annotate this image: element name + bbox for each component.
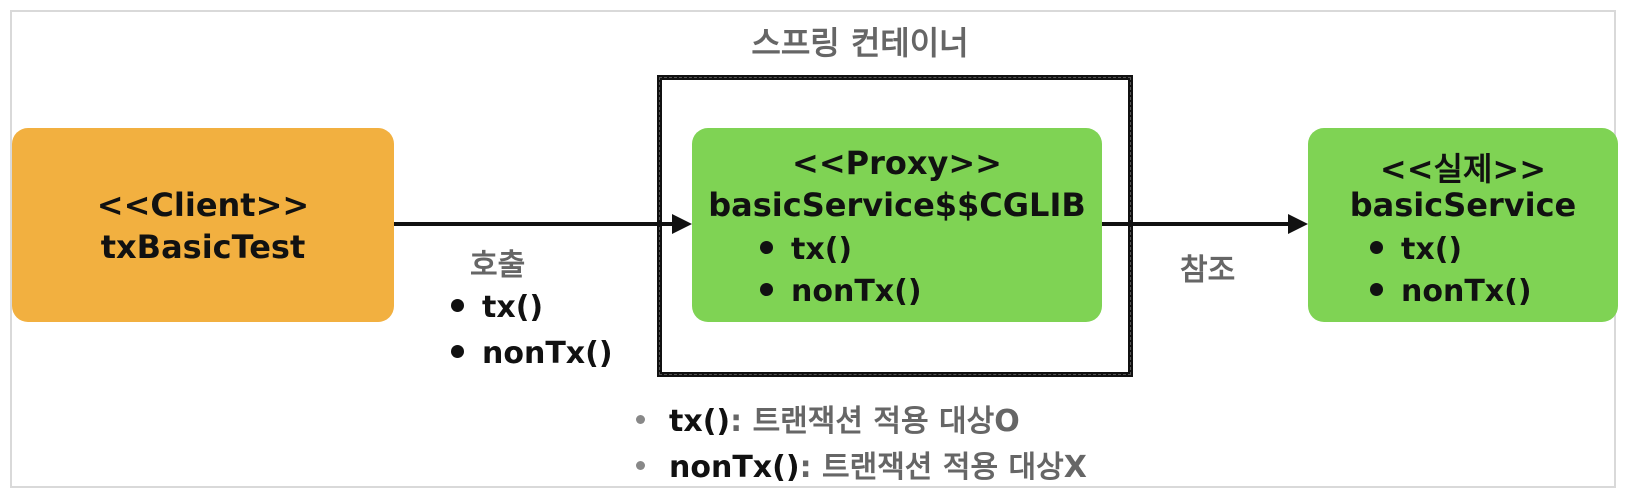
call-method-nontx: nonTx() bbox=[451, 336, 613, 371]
bullet-icon bbox=[636, 461, 645, 470]
reference-arrow bbox=[1102, 214, 1308, 234]
bullet-icon bbox=[451, 345, 464, 358]
client-name: txBasicTest bbox=[100, 228, 306, 266]
client-stereotype: <<Client>> bbox=[96, 186, 310, 224]
spring-container-title: 스프링 컨테이너 bbox=[751, 24, 969, 62]
bullet-icon bbox=[1370, 241, 1383, 254]
proxy-name: basicService$$CGLIB bbox=[708, 186, 1086, 224]
real-service-box: <<실제>> basicService tx() nonTx() bbox=[1308, 128, 1618, 322]
client-box: <<Client>> txBasicTest bbox=[12, 128, 394, 322]
proxy-method-nontx: nonTx() bbox=[760, 274, 922, 309]
bullet-icon bbox=[760, 283, 773, 296]
reference-label: 참조 bbox=[1180, 253, 1236, 288]
proxy-method-tx: tx() bbox=[760, 232, 852, 267]
real-stereotype: <<실제>> bbox=[1379, 150, 1547, 188]
proxy-stereotype: <<Proxy>> bbox=[792, 144, 1002, 182]
real-method-nontx: nonTx() bbox=[1370, 274, 1532, 309]
call-label: 호출 bbox=[470, 248, 526, 283]
bullet-icon bbox=[760, 241, 773, 254]
proxy-box: <<Proxy>> basicService$$CGLIB tx() nonTx… bbox=[692, 128, 1102, 322]
bullet-icon bbox=[451, 299, 464, 312]
bullet-icon bbox=[1370, 283, 1383, 296]
bullet-icon bbox=[636, 415, 645, 424]
note-tx: tx(): 트랜잭션 적용 대상O bbox=[636, 396, 1020, 440]
call-arrow bbox=[394, 214, 692, 234]
note-nontx: nonTx(): 트랜잭션 적용 대상X bbox=[636, 442, 1087, 486]
real-method-tx: tx() bbox=[1370, 232, 1462, 267]
call-method-tx: tx() bbox=[451, 290, 543, 325]
real-name: basicService bbox=[1349, 186, 1577, 224]
